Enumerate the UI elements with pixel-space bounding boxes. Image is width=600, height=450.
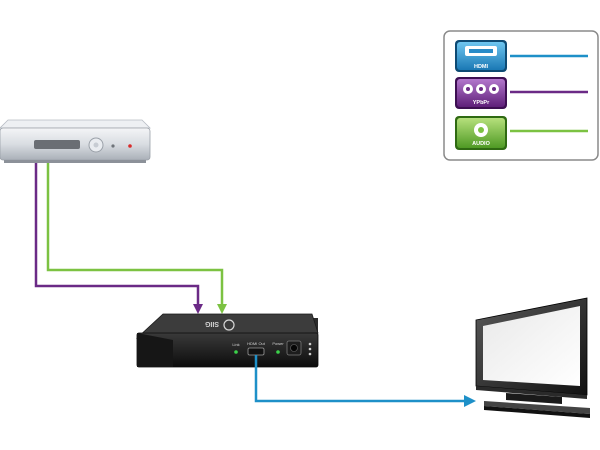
hdmi-out-port <box>247 347 265 356</box>
tv-screen <box>483 306 580 386</box>
dip-switch <box>308 342 312 346</box>
ypbpr-cable <box>34 163 203 314</box>
hdmi-cable <box>254 355 476 407</box>
legend-label-hdmi: HDMI <box>474 64 489 70</box>
tv-stand <box>506 393 562 404</box>
television <box>475 297 590 418</box>
legend-label-ypbpr: YPbPr <box>473 100 490 106</box>
siig-logo: SIIG <box>204 319 235 331</box>
component-rca-icon <box>455 77 507 109</box>
legend-item-ypbpr: YPbPr <box>455 77 588 109</box>
set-top-box-led <box>128 144 132 148</box>
converter-box: SIIG Link HDMI Out Power <box>135 313 319 368</box>
set-top-box-display <box>34 140 80 149</box>
port-label-hdmi-out: HDMI Out <box>247 341 266 346</box>
audio-rca-icon <box>455 116 507 150</box>
link-led <box>234 350 238 354</box>
power-led <box>276 350 280 354</box>
legend-item-hdmi: HDMI <box>455 40 588 72</box>
port-label-power: Power <box>272 341 284 346</box>
hdmi-connector-icon <box>455 40 507 72</box>
audio-cable <box>46 163 227 314</box>
legend-item-audio: AUDIO <box>455 116 588 150</box>
set-top-box <box>0 119 151 163</box>
port-label-link: Link <box>232 342 239 347</box>
brand-text: SIIG <box>204 320 219 327</box>
legend: HDMI YPbPr AUDIO <box>443 30 599 161</box>
legend-label-audio: AUDIO <box>472 141 490 147</box>
